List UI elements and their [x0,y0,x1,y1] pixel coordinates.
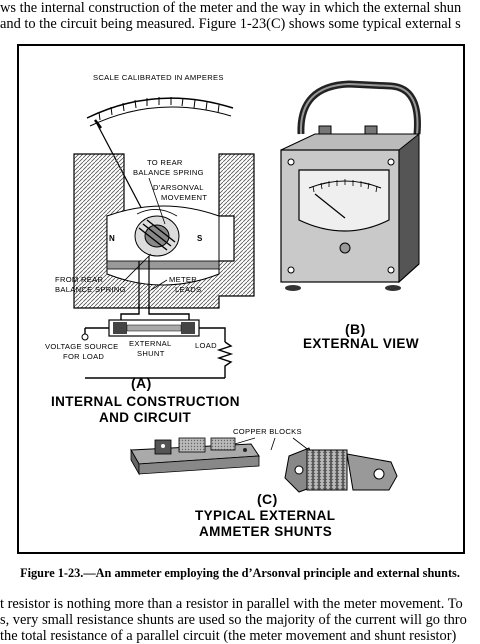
panel-b-title: EXTERNAL VIEW [303,336,419,351]
ampere-scale-inner [89,106,232,127]
ampere-scale-arc [86,97,234,119]
copper-blocks-label: COPPER BLOCKS [233,427,302,436]
panel-c-external-shunts: COPPER BLOCKS (C) TYPICAL EXTERNAL AMMET… [130,427,398,539]
pole-n-label: N [109,234,115,243]
to-rear-label: TO REAR [147,158,183,167]
body-text-line: ws the internal construction of the mete… [0,0,462,16]
copper-block [178,437,206,453]
body-text-line: the total resistance of a parallel circu… [0,628,457,644]
voltage-source-label: VOLTAGE SOURCE [45,342,119,351]
panel-a-title: INTERNAL CONSTRUCTION [51,394,240,409]
voltage-source-label-2: FOR LOAD [63,352,104,361]
body-text-line: and to the circuit being measured. Figur… [0,16,461,32]
shunt-lug [346,453,398,491]
panel-b-external-view: (B) EXTERNAL VIEW [280,80,421,351]
pole-s-label: S [197,234,203,243]
movement-label: D'ARSONVAL [153,183,204,192]
scale-ticks [98,97,220,121]
body-text-line: t resistor is nothing more than a resist… [0,596,463,612]
ammeter-illustration: SCALE CALIBRATED IN AMPERES N S TO REAR … [45,73,421,539]
panel-b-letter: (B) [345,321,366,337]
panel-a-letter: (A) [131,375,152,391]
meter-face [298,169,390,232]
measurement-circuit [84,304,234,379]
to-rear-label-2: BALANCE SPRING [133,168,204,177]
source-terminal [81,333,89,341]
scale-label: SCALE CALIBRATED IN AMPERES [93,73,224,82]
panel-a-title-2: AND CIRCUIT [99,410,191,425]
zero-adjust-screw [339,242,351,254]
meter-leads-label: METER [169,275,197,284]
figure-frame: SCALE CALIBRATED IN AMPERES N S TO REAR … [17,44,465,554]
panel-c-letter: (C) [257,491,278,507]
panel-c-title-2: AMMETER SHUNTS [199,524,332,539]
from-rear-label: FROM REAR [55,275,103,284]
panel-c-title: TYPICAL EXTERNAL [195,508,335,523]
external-shunt-label-2: SHUNT [137,349,165,358]
movement-label-2: MOVEMENT [161,193,207,202]
external-shunt-label: EXTERNAL [129,339,172,348]
load-label: LOAD [195,341,217,350]
body-text-line: s, very small resistance shunts are used… [0,612,467,628]
from-rear-label-2: BALANCE SPRING [55,285,126,294]
meter-leads-label-2: LEADS [175,285,201,294]
figure-caption: Figure 1-23.—An ammeter employing the d’… [20,566,460,580]
meter-needle [314,193,346,219]
panel-a-internal-construction: SCALE CALIBRATED IN AMPERES N S TO REAR … [45,73,255,425]
shunt-fins [306,449,348,491]
copper-block [210,437,236,451]
